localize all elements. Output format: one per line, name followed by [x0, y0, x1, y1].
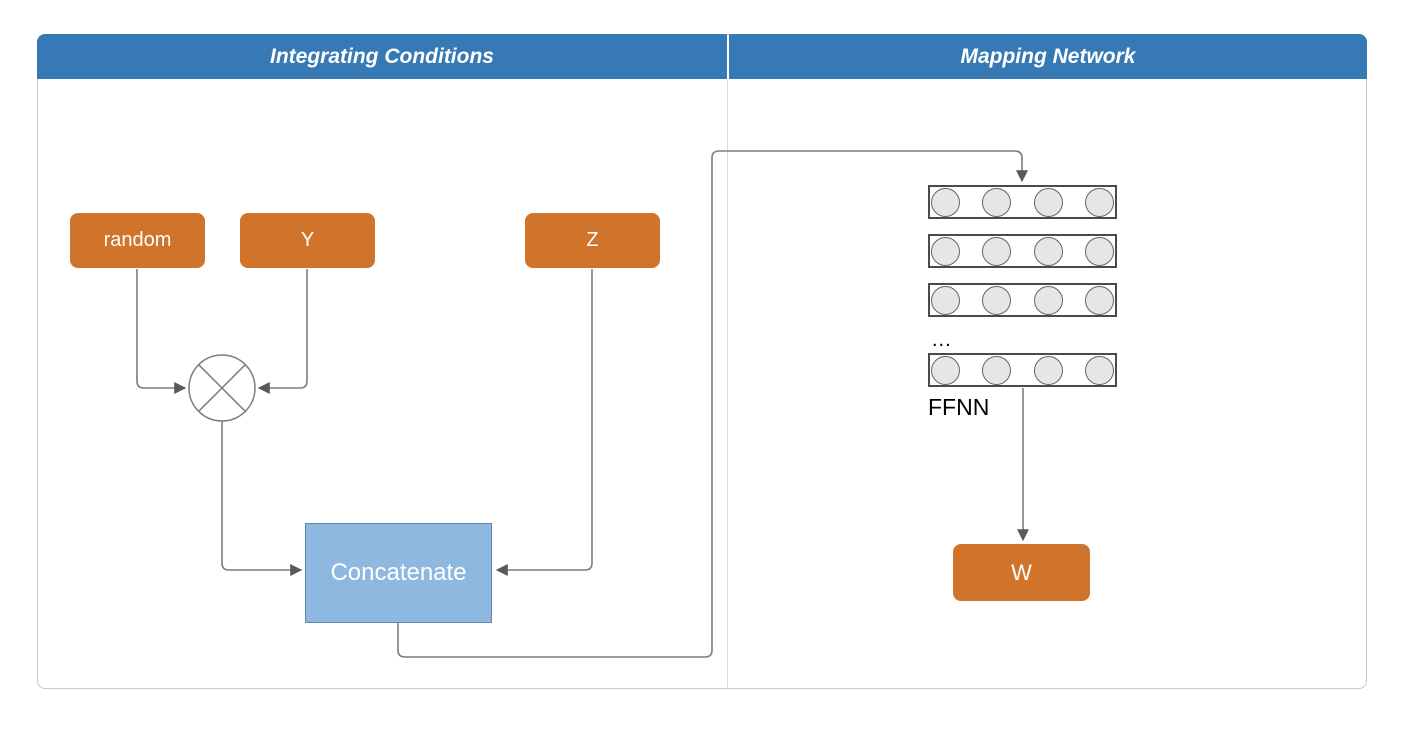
panel-header-mapping-network: Mapping Network	[729, 34, 1367, 79]
node-w-label: W	[1011, 559, 1032, 585]
neuron-circle	[982, 236, 1012, 266]
node-y: Y	[240, 213, 375, 268]
neuron-circle	[1084, 236, 1114, 266]
neuron-circle	[982, 285, 1012, 315]
neuron-circle	[1084, 187, 1114, 217]
network-layer-row	[928, 234, 1117, 268]
node-z-label: Z	[586, 229, 599, 251]
network-layer-row	[928, 283, 1117, 317]
panel-header-integrating-conditions: Integrating Conditions	[37, 34, 727, 79]
neuron-circle	[931, 285, 960, 315]
ffnn-label: FFNN	[928, 394, 990, 420]
node-y-label: Y	[300, 229, 315, 251]
ffnn-layers: ...	[928, 185, 1117, 402]
network-layer-row	[928, 353, 1117, 387]
neuron-circle	[1033, 187, 1063, 217]
node-random: random	[70, 213, 205, 268]
node-w: W	[953, 544, 1090, 601]
neuron-circle	[1033, 236, 1063, 266]
neuron-circle	[931, 236, 960, 266]
panel-title-left: Integrating Conditions	[270, 44, 494, 68]
diagram-frame	[37, 34, 1367, 689]
panel-divider	[727, 79, 728, 689]
neuron-circle	[1033, 285, 1063, 315]
network-ellipsis: ...	[932, 329, 952, 351]
network-layer-row	[928, 185, 1117, 219]
neuron-circle	[1084, 285, 1114, 315]
neuron-circle	[1033, 355, 1063, 385]
neuron-circle	[982, 355, 1012, 385]
neuron-circle	[931, 355, 960, 385]
panel-title-right: Mapping Network	[960, 44, 1136, 68]
node-concatenate-label: Concatenate	[330, 559, 467, 586]
neuron-circle	[931, 187, 960, 217]
node-random-label: random	[103, 229, 172, 251]
node-z: Z	[525, 213, 660, 268]
neuron-circle	[1084, 355, 1114, 385]
node-concatenate: Concatenate	[305, 523, 492, 623]
neuron-circle	[982, 187, 1012, 217]
